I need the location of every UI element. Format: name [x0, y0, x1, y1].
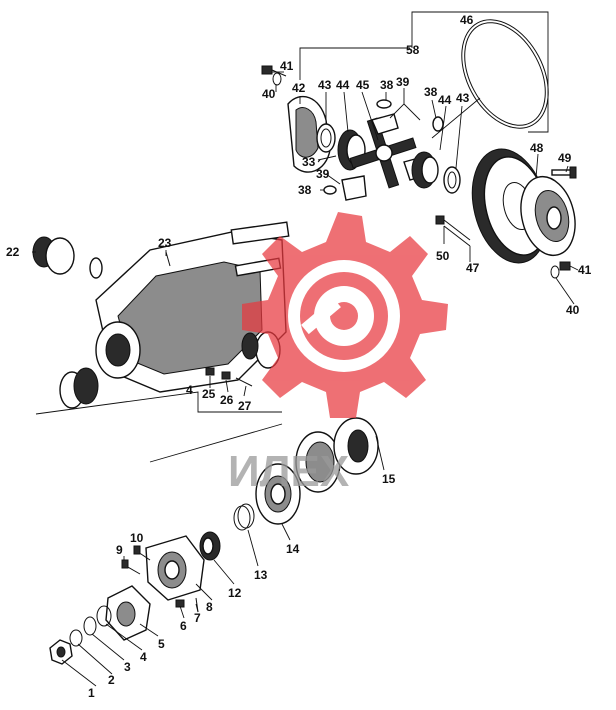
bolt-49 — [551, 166, 577, 179]
bolt-41-top — [261, 65, 287, 86]
label-8: 8 — [206, 600, 213, 614]
bolt-41-bottom — [550, 261, 571, 279]
label-15: 15 — [382, 472, 396, 486]
label-25: 25 — [202, 387, 216, 401]
label-9: 9 — [116, 543, 123, 557]
label-43a: 43 — [318, 78, 332, 92]
o-ring-46 — [461, 19, 549, 129]
label-38a: 38 — [380, 78, 394, 92]
thrust-washer-43-right — [443, 166, 461, 194]
pinion-gear-39c — [341, 175, 367, 201]
label-44b: 44 — [438, 93, 452, 107]
label-39b: 39 — [316, 167, 330, 181]
pin-33 — [317, 155, 337, 161]
label-47: 47 — [466, 261, 480, 275]
label-26: 26 — [220, 393, 234, 407]
callout-labels: 1 2 3 4 5 6 7 8 9 10 12 13 14 15 22 23 4… — [6, 13, 592, 700]
label-27: 27 — [238, 399, 252, 413]
bearing-15 — [295, 417, 379, 493]
label-2: 2 — [108, 673, 115, 687]
bolts-6-7 — [175, 597, 199, 613]
pinion-gear-39a — [371, 113, 399, 135]
studs-25-26-27 — [205, 367, 253, 387]
label-38c: 38 — [298, 183, 312, 197]
washer-2 — [69, 629, 83, 647]
label-4: 4 — [140, 650, 147, 664]
leader-lines — [32, 71, 579, 687]
label-22: 22 — [6, 245, 20, 259]
label-40a: 40 — [262, 87, 276, 101]
washer-38c — [323, 185, 337, 195]
label-1: 1 — [88, 686, 95, 700]
bracket-line — [35, 391, 282, 415]
label-41a: 41 — [280, 59, 294, 73]
label-42: 42 — [292, 81, 306, 95]
bolts-9-10 — [121, 545, 151, 575]
label-40b: 40 — [566, 303, 580, 317]
side-gear-44-right — [411, 151, 439, 189]
label-12: 12 — [228, 586, 242, 600]
label-13: 13 — [254, 568, 268, 582]
diff-case-half-42 — [287, 95, 331, 173]
label-4b: 4 — [186, 383, 193, 397]
washer-4 — [96, 605, 112, 627]
oil-seal-12 — [199, 531, 221, 561]
nut-1 — [49, 639, 73, 665]
spider-45 — [349, 117, 417, 189]
label-38b: 38 — [424, 85, 438, 99]
watermark-logo — [242, 212, 448, 418]
bolt-23 — [165, 251, 171, 267]
label-43b: 43 — [456, 91, 470, 105]
label-3: 3 — [124, 660, 131, 674]
label-10: 10 — [130, 531, 144, 545]
washer-3 — [83, 616, 97, 636]
watermark-text: ИЛЕХ — [228, 447, 349, 496]
label-46: 46 — [460, 13, 474, 27]
differential-group-frame — [299, 11, 549, 133]
label-41b: 41 — [578, 263, 592, 277]
shims-13 — [233, 503, 255, 531]
label-44a: 44 — [336, 78, 350, 92]
bearing-cap-22 — [32, 236, 103, 279]
label-6: 6 — [180, 619, 187, 633]
label-33: 33 — [302, 155, 316, 169]
flange-housing-8 — [145, 535, 205, 601]
label-58: 58 — [406, 43, 420, 57]
yoke-5 — [105, 585, 151, 641]
label-39a: 39 — [396, 75, 410, 89]
bearing-cup-14 — [255, 463, 301, 525]
washer-38b — [432, 116, 444, 132]
label-48: 48 — [530, 141, 544, 155]
axle-housing — [95, 221, 290, 393]
label-7: 7 — [194, 611, 201, 625]
label-23: 23 — [158, 236, 172, 250]
label-49: 49 — [558, 151, 572, 165]
label-45: 45 — [356, 78, 370, 92]
thrust-washer-43 — [316, 123, 336, 153]
diff-case-half-48 — [520, 175, 576, 257]
washer-38a — [376, 99, 392, 109]
label-14: 14 — [286, 542, 300, 556]
label-5: 5 — [158, 637, 165, 651]
bearing-left — [59, 367, 99, 409]
bolt-50 — [435, 215, 471, 247]
label-50: 50 — [436, 249, 450, 263]
